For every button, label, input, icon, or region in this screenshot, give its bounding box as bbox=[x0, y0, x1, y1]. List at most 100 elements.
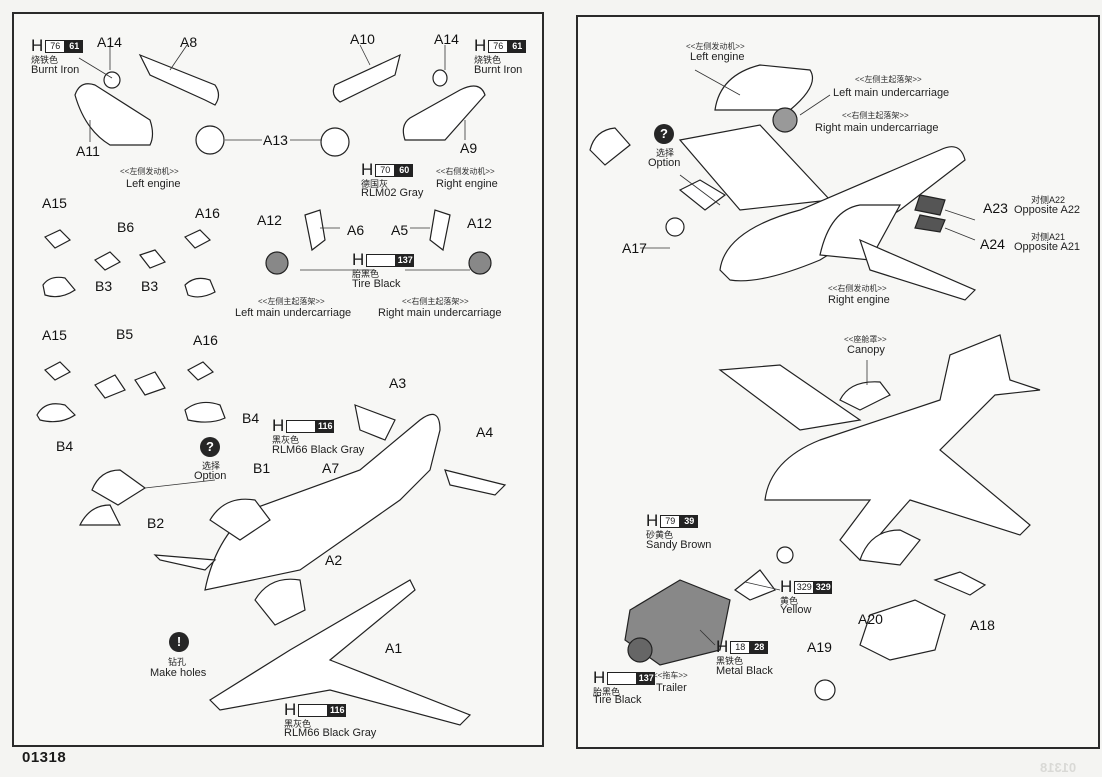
part-label-a15-row2: A15 bbox=[42, 327, 67, 343]
paint-name-cn: 胎黑色 bbox=[593, 687, 621, 697]
part-label-b1: B1 bbox=[253, 460, 271, 476]
part-label-a7: A7 bbox=[322, 460, 340, 476]
paint-code-primary: 76 bbox=[488, 39, 509, 53]
section-title-cn: <<左侧主起落架>> bbox=[855, 75, 922, 84]
paint-code-sandy-brown: H 79 39 bbox=[646, 511, 699, 531]
part-label-a3: A3 bbox=[389, 375, 407, 391]
drill-holes-icon: ! bbox=[169, 632, 189, 652]
part-label-a19: A19 bbox=[807, 639, 832, 655]
paint-name-cn: 黑灰色 bbox=[272, 435, 300, 445]
part-label-b6: B6 bbox=[117, 219, 135, 235]
part-label-a20: A20 bbox=[858, 611, 883, 627]
paint-code-primary bbox=[607, 671, 638, 685]
option-label-cn: 选择 bbox=[202, 461, 221, 471]
section-title-cn: <<左侧发动机>> bbox=[686, 42, 745, 51]
paint-code-burnt-iron-right: H 76 61 bbox=[474, 36, 527, 56]
paint-name-en: Sandy Brown bbox=[646, 539, 712, 551]
part-label-a4: A4 bbox=[476, 424, 494, 440]
make-holes-en: Make holes bbox=[150, 667, 207, 679]
paint-name-cn: 胎黑色 bbox=[352, 269, 380, 279]
label-canopy: Canopy bbox=[847, 344, 885, 356]
bomb-pylons-row2-drawing bbox=[36, 361, 226, 423]
section-title-cn: <<拖车>> bbox=[653, 671, 688, 680]
paint-name-cn: 烧铁色 bbox=[474, 55, 502, 65]
fuselage-drawing bbox=[153, 404, 507, 726]
paint-code-rlm02-gray: H 70 60 bbox=[361, 160, 414, 180]
part-label-a2: A2 bbox=[325, 552, 343, 568]
paint-code-primary bbox=[286, 419, 317, 433]
paint-prefix: H bbox=[593, 668, 606, 687]
part-label-b3-right: B3 bbox=[141, 278, 159, 294]
paint-name-cn: 黑铁色 bbox=[716, 656, 744, 666]
paint-name-en: RLM66 Black Gray bbox=[272, 444, 365, 456]
label-trailer: Trailer bbox=[656, 682, 687, 694]
part-label-a14: A14 bbox=[97, 34, 122, 50]
section-title-right-main-undercarriage: Right main undercarriage bbox=[378, 307, 502, 319]
paint-name-cn: 黑灰色 bbox=[284, 719, 312, 729]
paint-name-en: Yellow bbox=[780, 604, 812, 616]
part-label-b4-left: B4 bbox=[56, 438, 74, 454]
section-title-right-engine: Right engine bbox=[436, 178, 498, 190]
undercarriage-drawing bbox=[265, 209, 492, 275]
paint-code-secondary: 39 bbox=[680, 514, 699, 528]
paint-code-metal-black: H 18 28 bbox=[716, 637, 769, 657]
bomb-pylons-row1-drawing bbox=[42, 229, 216, 298]
part-label-a24: A24 bbox=[980, 236, 1005, 252]
part-label-a18: A18 bbox=[970, 617, 995, 633]
part-label-a12-right: A12 bbox=[467, 215, 492, 231]
paint-prefix: H bbox=[361, 160, 374, 179]
paint-code-secondary: 137 bbox=[637, 671, 656, 685]
opposite-a22-en: Opposite A22 bbox=[1014, 204, 1081, 216]
paint-prefix: H bbox=[352, 250, 365, 269]
part-label-a9: A9 bbox=[460, 140, 478, 156]
paint-name-cn: 黄色 bbox=[780, 596, 799, 606]
paint-code-primary: 329 bbox=[794, 580, 815, 594]
part-label-a14-right: A14 bbox=[434, 31, 459, 47]
paint-code-burnt-iron-left: H 76 61 bbox=[31, 36, 84, 56]
paint-prefix: H bbox=[31, 36, 44, 55]
part-label-a23: A23 bbox=[983, 200, 1008, 216]
label-left-engine: Left engine bbox=[690, 51, 745, 63]
paint-code-tire-black-trailer: H 137 bbox=[593, 668, 656, 688]
paint-name-en: RLM66 Black Gray bbox=[284, 727, 377, 739]
part-label-a11: A11 bbox=[76, 143, 100, 159]
paint-code-secondary: 116 bbox=[316, 419, 335, 433]
part-label-a8: A8 bbox=[180, 34, 198, 50]
paint-name-en: Tire Black bbox=[352, 278, 401, 290]
paint-code-secondary: 61 bbox=[65, 39, 84, 53]
part-label-b3-left: B3 bbox=[95, 278, 113, 294]
paint-name-cn: 砂黄色 bbox=[646, 530, 674, 540]
paint-code-secondary: 329 bbox=[814, 580, 833, 594]
opposite-a21-en: Opposite A21 bbox=[1014, 241, 1081, 253]
make-holes-cn: 钻孔 bbox=[168, 657, 187, 667]
part-label-a1: A1 bbox=[385, 640, 403, 656]
paint-name-en: Burnt Iron bbox=[31, 64, 80, 76]
part-label-b5: B5 bbox=[116, 326, 134, 342]
left-engine-cowling-drawing bbox=[74, 53, 225, 155]
part-label-a10: A10 bbox=[350, 31, 375, 47]
canopy-and-finished-aircraft-drawing bbox=[718, 334, 1041, 566]
paint-code-rlm66-bottom: H 116 bbox=[284, 700, 347, 720]
paint-prefix: H bbox=[474, 36, 487, 55]
kit-number: 01318 bbox=[22, 749, 67, 766]
option-cowling-drawing bbox=[79, 469, 147, 526]
paint-name-cn: 德国灰 bbox=[361, 179, 389, 189]
section-title-cn: <<左侧发动机>> bbox=[120, 167, 179, 176]
paint-code-tire-black: H 137 bbox=[352, 250, 415, 270]
opposite-a21-cn: 对侧A21 bbox=[1031, 232, 1066, 242]
section-title-cn: <<右侧发动机>> bbox=[436, 167, 495, 176]
option-label-cn: 选择 bbox=[656, 148, 675, 158]
paint-code-primary: 70 bbox=[375, 163, 396, 177]
section-title-cn: <<右侧主起落架>> bbox=[402, 297, 469, 306]
section-title-cn: <<座舱罩>> bbox=[844, 335, 887, 344]
part-label-a16: A16 bbox=[195, 205, 220, 221]
part-label-a13: A13 bbox=[263, 132, 288, 148]
paint-prefix: H bbox=[646, 511, 659, 530]
part-label-a12-left: A12 bbox=[257, 212, 282, 228]
section-title-left-main-undercarriage: Left main undercarriage bbox=[235, 307, 352, 319]
part-label-a6: A6 bbox=[347, 222, 365, 238]
paint-code-rlm66-top: H 116 bbox=[272, 416, 335, 436]
paint-name-en: RLM02 Gray bbox=[361, 187, 424, 199]
paint-prefix: H bbox=[716, 637, 729, 656]
paint-prefix: H bbox=[780, 577, 793, 596]
